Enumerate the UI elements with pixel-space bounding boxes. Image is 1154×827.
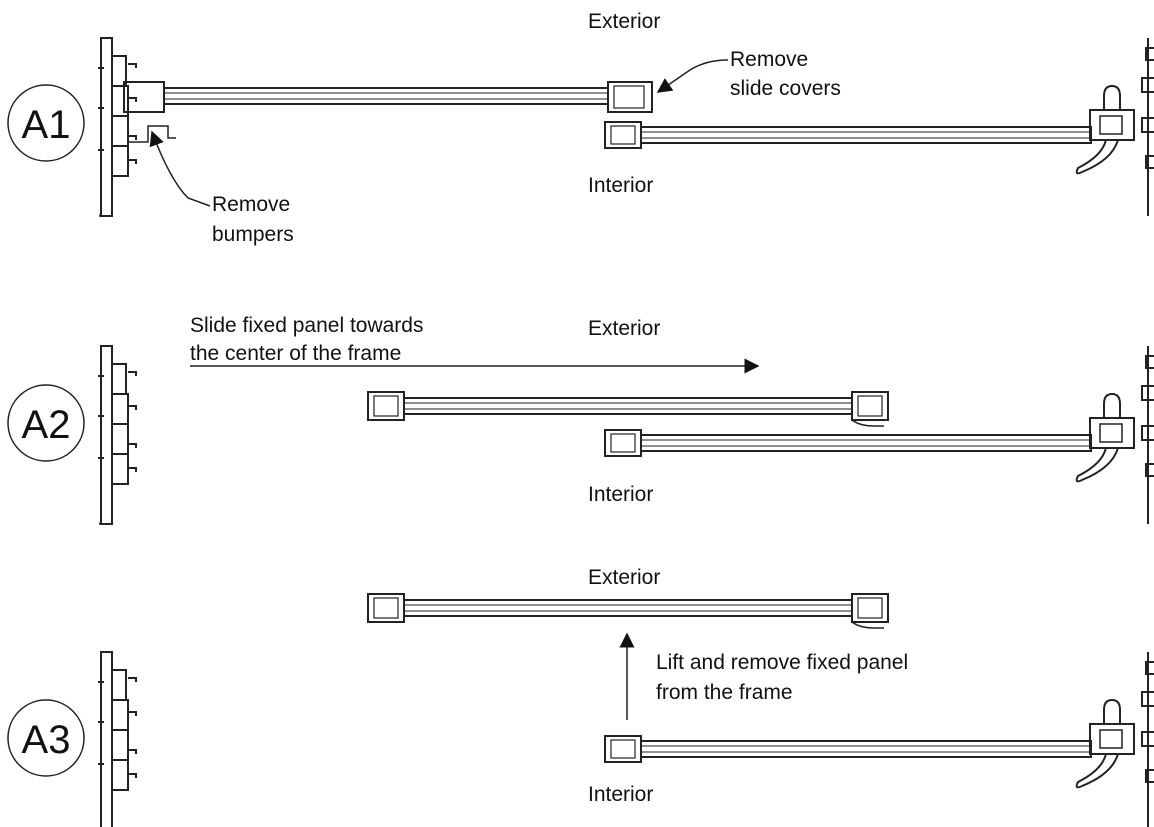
sliding-panel-a1 [604,121,1092,149]
sliding-panel-a3 [604,735,1092,763]
step-a1-label: A1 [22,103,71,147]
a3-instruction-line2: from the frame [656,681,793,704]
sliding-panel-a2 [604,429,1092,457]
step-a1: A1 Exterior Interior Remove slide covers… [7,10,1154,246]
step-a3-circle [7,699,85,777]
a2-instruction-line1: Slide fixed panel towards [190,314,423,337]
fixed-panel-a3 [367,593,889,629]
left-jamb-a1 [97,37,137,217]
step-a2-circle [7,384,85,462]
bumper [127,112,176,143]
step-a3-label: A3 [22,718,71,762]
interior-label-a1: Interior [588,174,653,197]
step-a2-label: A2 [22,403,71,447]
a2-instruction-line2: the center of the frame [190,342,401,365]
step-a3: A3 Exterior Lift and remove fixed panel … [7,566,1154,827]
exterior-label-a1: Exterior [588,10,660,33]
interior-label-a3: Interior [588,783,653,806]
a3-instruction-line1: Lift and remove fixed panel [656,651,908,674]
bumpers-callout-line1: Remove [212,193,290,216]
slide-covers-callout-line1: Remove [730,48,808,71]
right-jamb-a3 [1075,651,1154,827]
bumpers-leader [149,130,211,207]
interior-label-a2: Interior [588,483,653,506]
slide-covers-leader [656,59,729,93]
slide-covers-callout-line2: slide covers [730,77,841,100]
step-a1-circle [7,84,85,162]
fixed-panel-a2 [367,391,889,427]
bumpers-callout-line2: bumpers [212,223,294,246]
step-a2: A2 Slide fixed panel towards the center … [7,314,1154,525]
left-jamb-a2 [97,345,137,525]
fixed-panel-a1 [123,81,653,143]
left-jamb-a3 [97,651,137,827]
exterior-label-a2: Exterior [588,317,660,340]
exterior-label-a3: Exterior [588,566,660,589]
